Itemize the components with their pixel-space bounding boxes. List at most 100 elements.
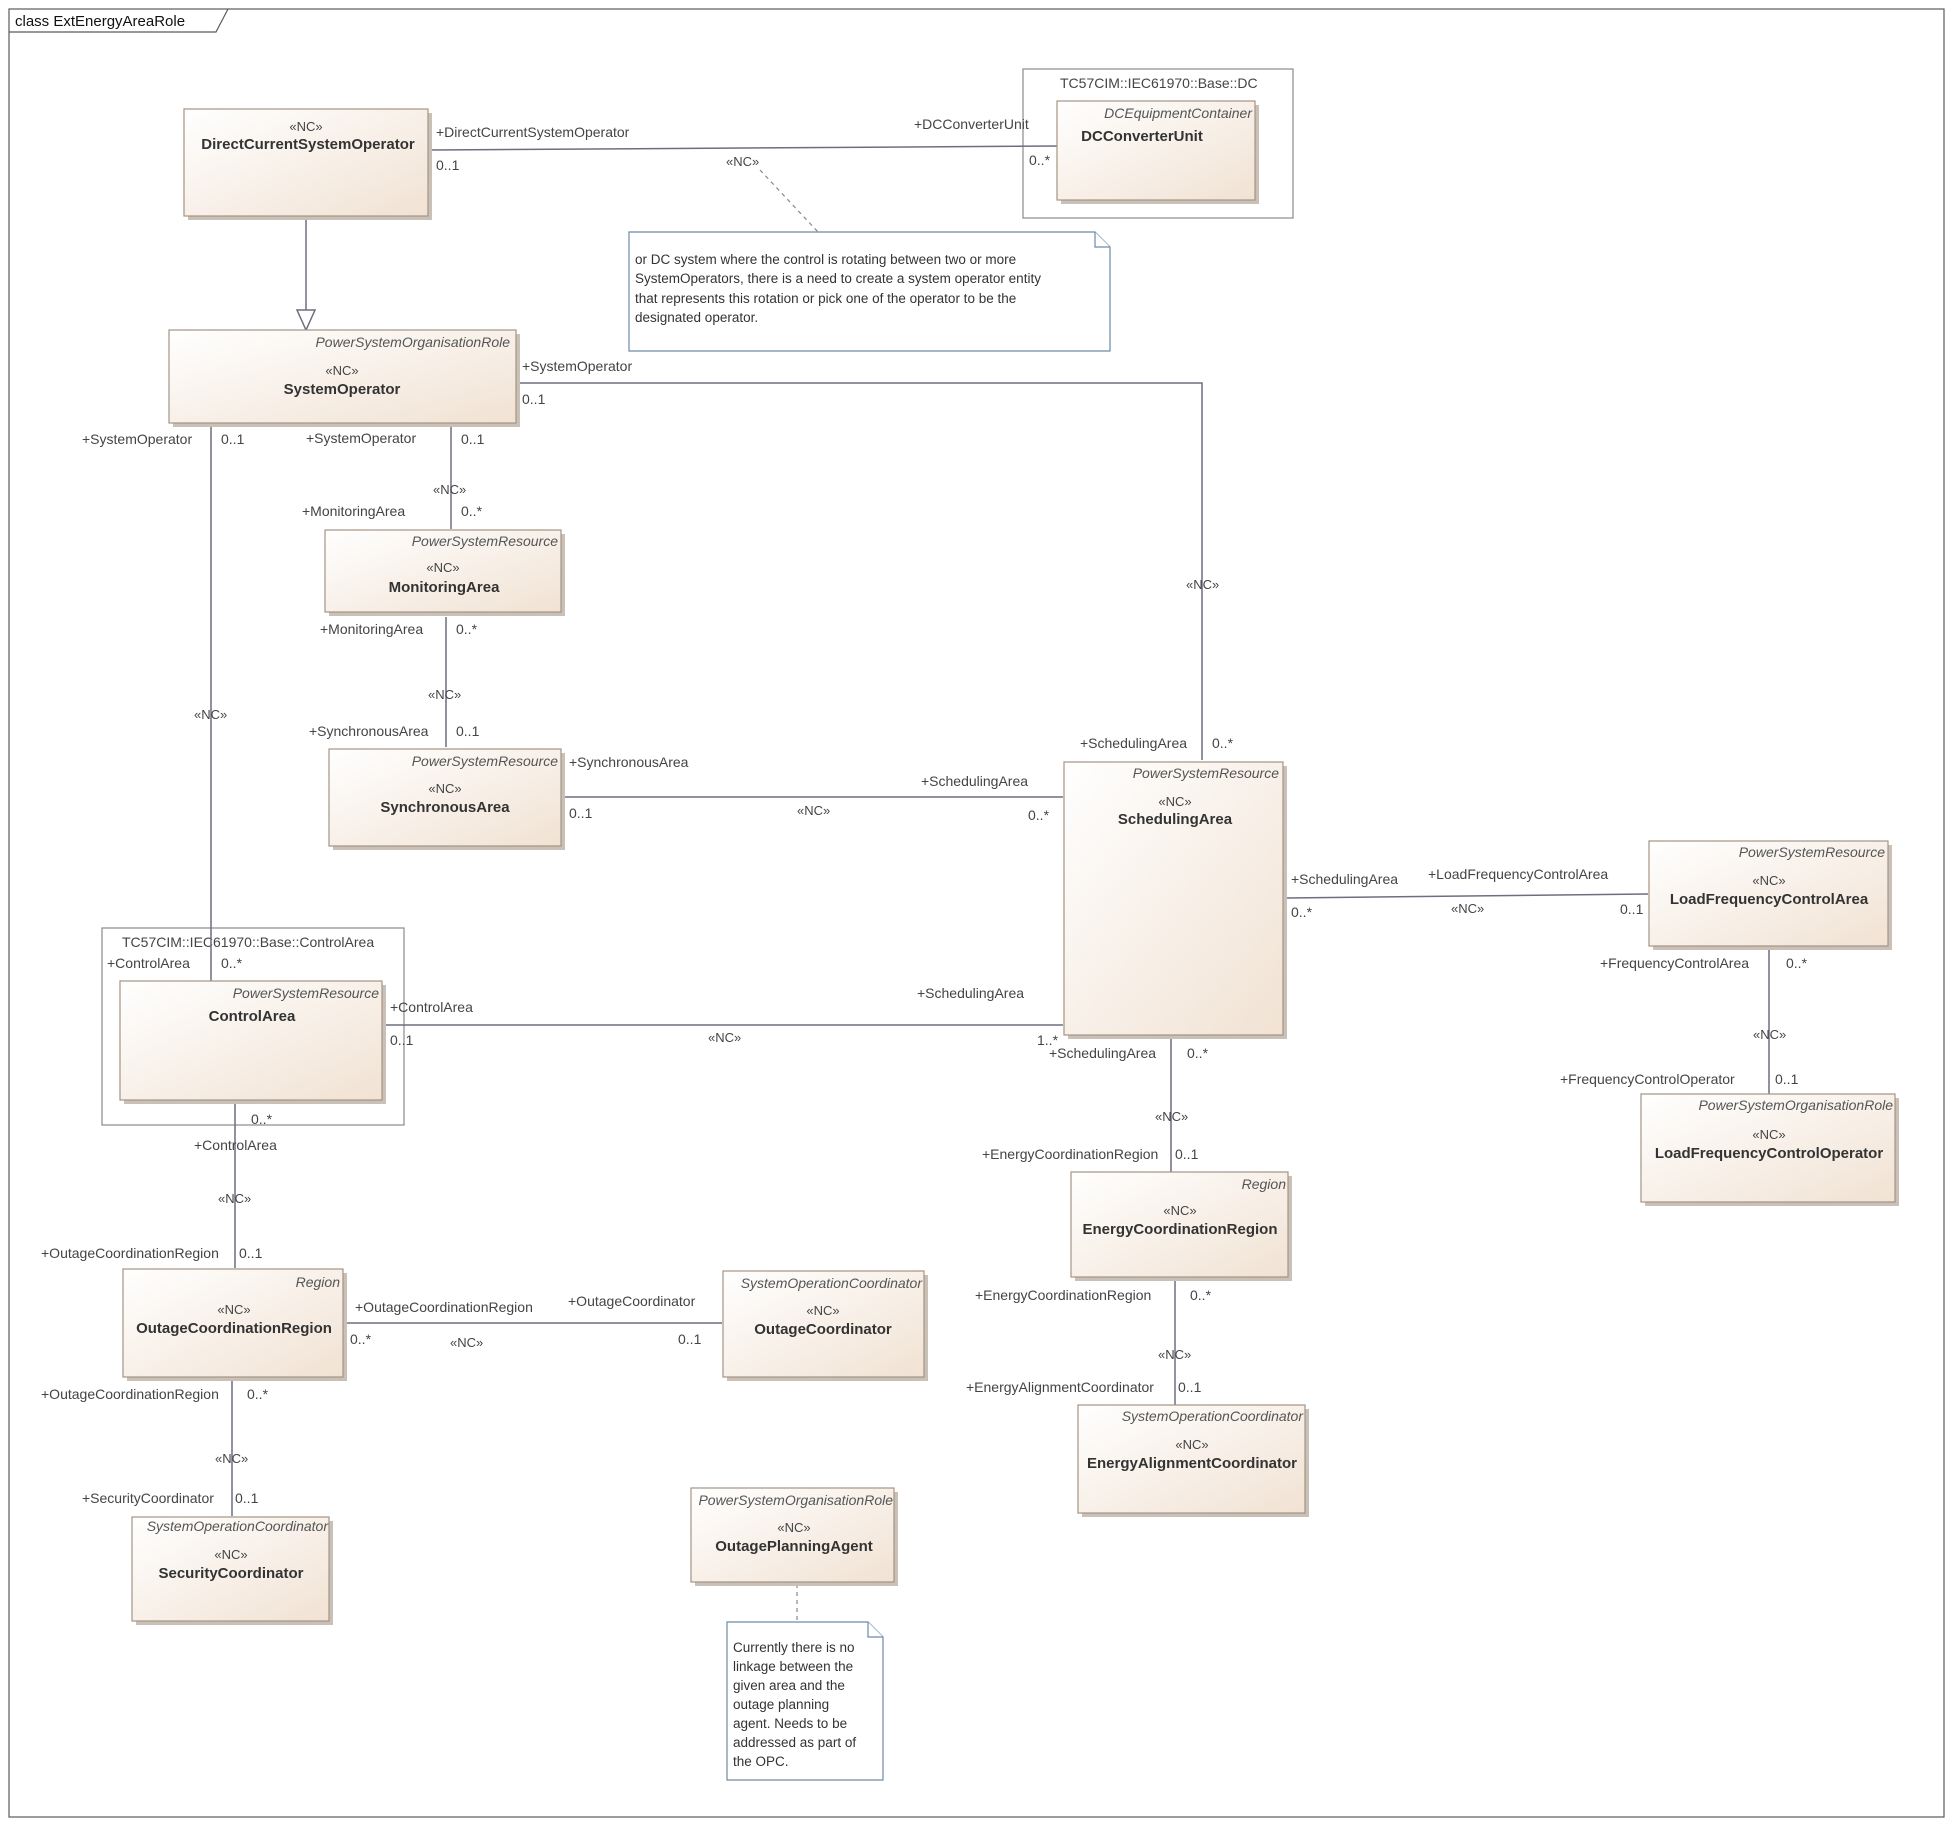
association-line-a2[interactable] [520, 382, 1203, 760]
multiplicity-label: 0..1 [436, 157, 460, 173]
role-label: +LoadFrequencyControlArea [1428, 866, 1608, 882]
multiplicity-label: 0..* [350, 1331, 372, 1347]
role-label: +SchedulingArea [917, 985, 1024, 1001]
association-stereotype: «NC» [450, 1335, 483, 1350]
role-label: +SynchronousArea [309, 723, 429, 739]
class-stereotype: «NC» [806, 1303, 839, 1318]
diagram-frame [8, 8, 1945, 1818]
package-control[interactable]: TC57CIM::IEC61970::Base::ControlArea [101, 927, 405, 1126]
class-parent: PowerSystemResource [233, 985, 379, 1001]
role-label: +SecurityCoordinator [82, 1490, 214, 1506]
role-label: +MonitoringArea [302, 503, 405, 519]
multiplicity-label: 0..* [1786, 955, 1808, 971]
class-name: SchedulingArea [1118, 811, 1233, 828]
class-stereotype: «NC» [325, 363, 358, 378]
multiplicity-label: 0..* [461, 503, 483, 519]
role-label: +DirectCurrentSystemOperator [436, 124, 630, 140]
package-dc-frame [1022, 68, 1294, 219]
package-dc[interactable]: TC57CIM::IEC61970::Base::DC [1022, 68, 1294, 219]
class-load-frequency-control-area[interactable]: PowerSystemResource «NC» LoadFrequencyCo… [1648, 840, 1892, 950]
association-stereotype: «NC» [1451, 901, 1484, 916]
class-parent: PowerSystemResource [412, 533, 558, 549]
class-direct-current-system-operator[interactable]: «NC» DirectCurrentSystemOperator [183, 108, 432, 220]
class-stereotype: «NC» [289, 119, 322, 134]
class-energy-coordination-region[interactable]: Region «NC» EnergyCoordinationRegion [1070, 1171, 1292, 1281]
class-name: OutagePlanningAgent [715, 1538, 873, 1555]
class-system-operator[interactable]: PowerSystemOrganisationRole «NC» SystemO… [168, 329, 520, 427]
role-label: +EnergyAlignmentCoordinator [966, 1379, 1154, 1395]
class-name: EnergyAlignmentCoordinator [1087, 1455, 1297, 1472]
multiplicity-label: 0..1 [461, 431, 485, 447]
multiplicity-label: 0..* [221, 955, 243, 971]
class-control-area[interactable]: PowerSystemResource ControlArea [119, 980, 386, 1104]
class-parent: PowerSystemResource [1133, 765, 1279, 781]
role-label: +DCConverterUnit [914, 116, 1029, 132]
class-parent: SystemOperationCoordinator [741, 1275, 924, 1291]
association-stereotype: «NC» [428, 687, 461, 702]
role-label: +SystemOperator [82, 431, 192, 447]
role-label: +SchedulingArea [1080, 735, 1187, 751]
note-line: the OPC. [733, 1754, 789, 1769]
class-parent: PowerSystemOrganisationRole [1698, 1097, 1893, 1113]
note-outage-planning-agent[interactable]: Currently there is no linkage between th… [726, 1621, 884, 1781]
role-label: +OutageCoordinationRegion [41, 1386, 219, 1402]
association-stereotype: «NC» [726, 154, 759, 169]
association-stereotype: «NC» [1155, 1109, 1188, 1124]
class-dc-converter-unit[interactable]: DCEquipmentContainer DCConverterUnit [1056, 100, 1259, 204]
class-outage-coordinator[interactable]: SystemOperationCoordinator «NC» OutageCo… [722, 1270, 928, 1381]
diagram-title: class ExtEnergyAreaRole [15, 13, 185, 30]
multiplicity-label: 0..* [456, 621, 478, 637]
class-monitoring-area[interactable]: PowerSystemResource «NC» MonitoringArea [324, 529, 565, 616]
role-label: +SchedulingArea [1049, 1045, 1156, 1061]
note-link-n1 [759, 169, 819, 233]
class-stereotype: «NC» [777, 1520, 810, 1535]
class-outage-planning-agent[interactable]: PowerSystemOrganisationRole «NC» OutageP… [690, 1487, 898, 1586]
class-name: ControlArea [209, 1008, 296, 1025]
package-dc-name: TC57CIM::IEC61970::Base::DC [1060, 75, 1258, 91]
multiplicity-label: 0..1 [1775, 1071, 1799, 1087]
role-label: +SchedulingArea [1291, 871, 1398, 887]
class-energy-alignment-coordinator[interactable]: SystemOperationCoordinator «NC» EnergyAl… [1077, 1404, 1309, 1517]
association-stereotype: «NC» [708, 1030, 741, 1045]
multiplicity-label: 0..1 [1620, 901, 1644, 917]
class-security-coordinator[interactable]: SystemOperationCoordinator «NC» Security… [131, 1516, 333, 1625]
class-synchronous-area[interactable]: PowerSystemResource «NC» SynchronousArea [328, 748, 565, 850]
association-labels: +DirectCurrentSystemOperator 0..1 +DCCon… [41, 116, 1808, 1506]
association-line-a8[interactable] [1286, 893, 1649, 899]
association-line-a1[interactable] [430, 145, 1058, 151]
class-stereotype: «NC» [1752, 1127, 1785, 1142]
class-parent: Region [1242, 1176, 1287, 1192]
role-label: +SystemOperator [522, 358, 632, 374]
class-stereotype: «NC» [1158, 794, 1191, 809]
class-parent: SystemOperationCoordinator [147, 1518, 330, 1534]
package-control-name: TC57CIM::IEC61970::Base::ControlArea [122, 934, 374, 950]
association-stereotype: «NC» [797, 803, 830, 818]
class-stereotype: «NC» [214, 1547, 247, 1562]
note-line: outage planning [733, 1697, 829, 1712]
role-label: +OutageCoordinationRegion [41, 1245, 219, 1261]
class-stereotype: «NC» [1175, 1437, 1208, 1452]
multiplicity-label: 1..* [1037, 1032, 1059, 1048]
note-line: addressed as part of [733, 1735, 856, 1750]
note-line: given area and the [733, 1678, 845, 1693]
class-parent: PowerSystemOrganisationRole [698, 1492, 893, 1508]
multiplicity-label: 0..1 [390, 1032, 414, 1048]
package-control-frame [101, 927, 405, 1126]
class-stereotype: «NC» [428, 781, 461, 796]
note-line: agent. Needs to be [733, 1716, 847, 1731]
note-line: linkage between the [733, 1659, 853, 1674]
role-label: +OutageCoordinator [568, 1293, 696, 1309]
role-label: +ControlArea [390, 999, 473, 1015]
note-line: designated operator. [635, 310, 758, 325]
class-scheduling-area[interactable]: PowerSystemResource «NC» SchedulingArea [1063, 761, 1287, 1039]
class-stereotype: «NC» [426, 560, 459, 575]
multiplicity-label: 0..1 [678, 1331, 702, 1347]
note-dc-system-operator[interactable]: or DC system where the control is rotati… [628, 231, 1111, 352]
role-label: +ControlArea [194, 1137, 277, 1153]
class-outage-coordination-region[interactable]: Region «NC» OutageCoordinationRegion [122, 1268, 347, 1381]
association-stereotype: «NC» [1158, 1347, 1191, 1362]
class-load-frequency-control-operator[interactable]: PowerSystemOrganisationRole «NC» LoadFre… [1640, 1093, 1899, 1206]
class-name: SynchronousArea [380, 799, 510, 816]
multiplicity-label: 0..* [1187, 1045, 1209, 1061]
multiplicity-label: 0..* [1028, 807, 1050, 823]
